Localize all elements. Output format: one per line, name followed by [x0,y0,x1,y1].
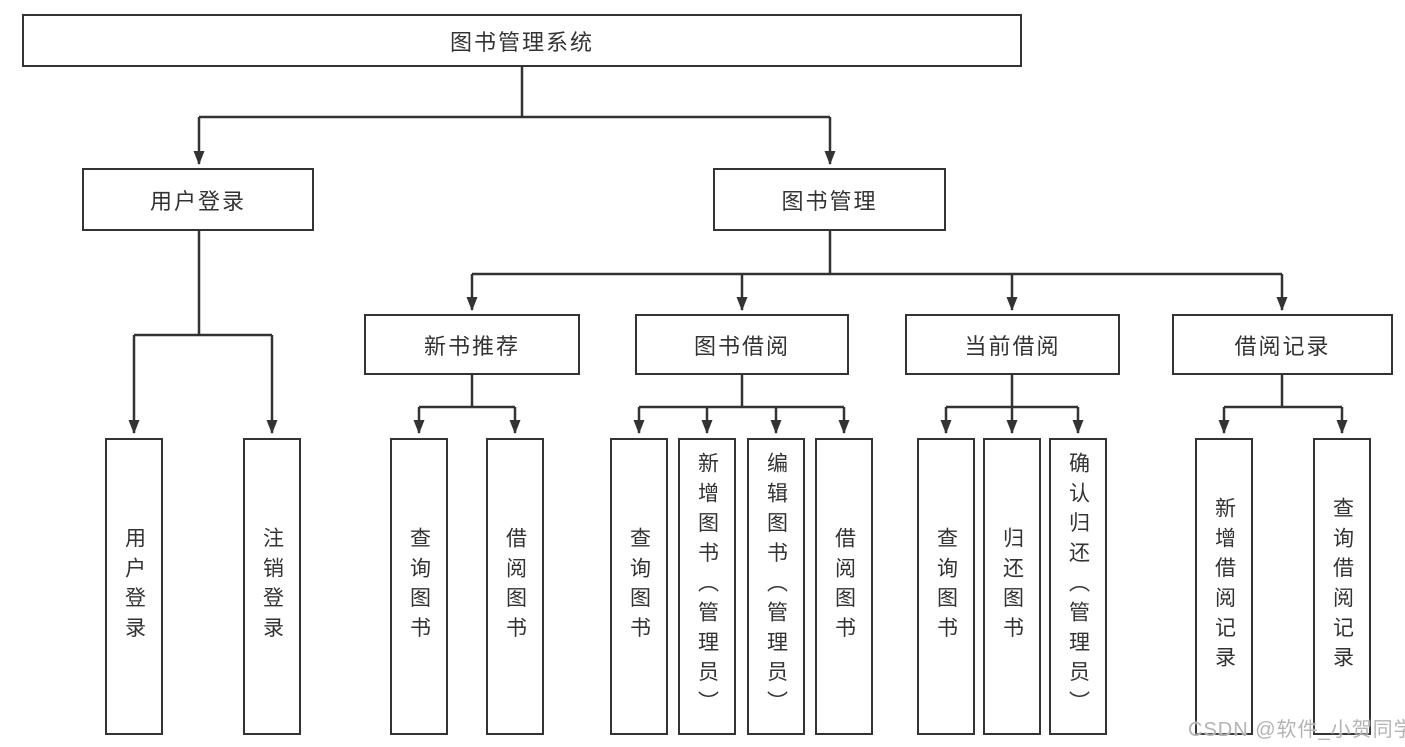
leaf-user-login: 用户登录 [105,438,163,735]
leaf-return-book: 归还图书 [983,438,1041,735]
leaf-edit-book-admin: 编辑图书（管理员） [747,438,805,735]
leaf-query-book: 查询图书 [917,438,975,735]
node-root-system: 图书管理系统 [22,14,1022,67]
node-book-borrow: 图书借阅 [635,314,849,375]
leaf-add-borrow-record: 新增借阅记录 [1195,438,1253,735]
leaf-borrow-book: 借阅图书 [815,438,873,735]
leaf-logout: 注销登录 [243,438,301,735]
leaf-confirm-return-admin: 确认归还（管理员） [1049,438,1107,735]
node-user-login: 用户登录 [82,168,314,231]
leaf-query-book: 查询图书 [390,438,448,735]
node-current-borrow: 当前借阅 [905,314,1120,375]
node-borrow-record: 借阅记录 [1172,314,1393,375]
node-new-book-recommend: 新书推荐 [364,314,580,375]
leaf-add-book-admin: 新增图书（管理员） [678,438,736,735]
leaf-query-borrow-record: 查询借阅记录 [1313,438,1371,735]
csdn-watermark: CSDN @软件_小贺同学 [1188,719,1405,741]
leaf-borrow-book: 借阅图书 [486,438,544,735]
leaf-query-book: 查询图书 [610,438,668,735]
node-book-management: 图书管理 [713,168,946,231]
